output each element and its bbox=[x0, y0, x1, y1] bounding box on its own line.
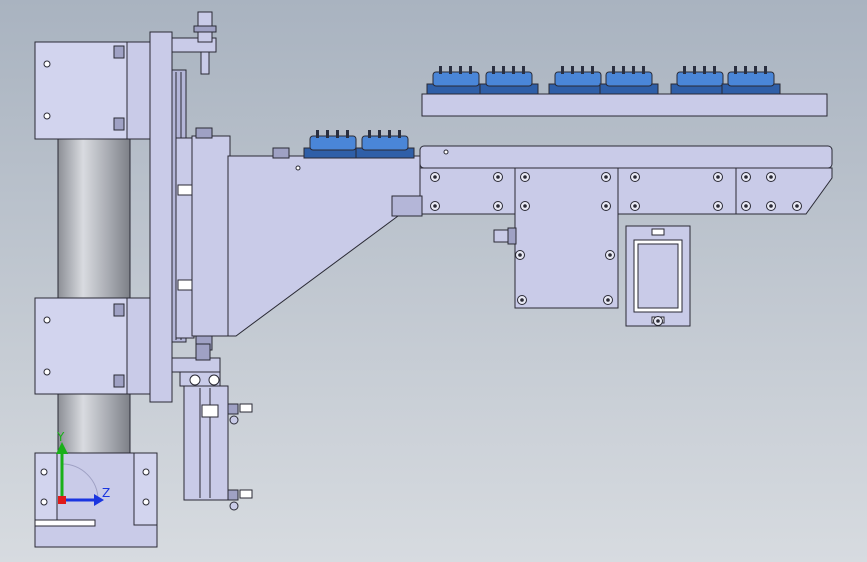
vertical-mount-plate bbox=[149, 31, 173, 403]
screw-head bbox=[713, 172, 723, 182]
screw-head bbox=[741, 201, 751, 211]
sensor-window bbox=[625, 225, 691, 327]
connector bbox=[599, 66, 659, 95]
pneumatic-cylinder bbox=[183, 385, 253, 511]
screw-head bbox=[601, 172, 611, 182]
blue-connectors bbox=[303, 66, 781, 159]
axis-z-label: Z bbox=[102, 486, 110, 500]
connector bbox=[479, 66, 539, 95]
connector bbox=[303, 130, 363, 159]
screw-head bbox=[630, 172, 640, 182]
screw-head bbox=[515, 250, 525, 260]
screw-head bbox=[766, 172, 776, 182]
coordinate-triad: Y Z bbox=[56, 430, 110, 506]
lower-clamp-block bbox=[34, 297, 154, 395]
screw-head bbox=[653, 316, 663, 326]
hanging-plate bbox=[514, 167, 619, 309]
screw-head bbox=[430, 172, 440, 182]
screw-head bbox=[603, 295, 613, 305]
upper-clamp-block bbox=[34, 41, 154, 140]
screw-head bbox=[517, 295, 527, 305]
connector bbox=[355, 130, 415, 159]
screw-head bbox=[520, 201, 530, 211]
slide-carriage bbox=[175, 127, 231, 351]
axis-y-label: Y bbox=[56, 430, 65, 444]
top-stopper-bolt bbox=[171, 11, 217, 75]
screw-head bbox=[713, 201, 723, 211]
connector bbox=[721, 66, 781, 95]
side-knob bbox=[493, 227, 517, 245]
component-tray bbox=[421, 93, 828, 117]
screw-head bbox=[430, 201, 440, 211]
screw-head bbox=[601, 201, 611, 211]
screw-head bbox=[766, 201, 776, 211]
screw-head bbox=[792, 201, 802, 211]
screw-heads bbox=[430, 172, 802, 326]
screw-head bbox=[493, 172, 503, 182]
screw-head bbox=[493, 201, 503, 211]
screw-head bbox=[520, 172, 530, 182]
lower-stopper bbox=[171, 343, 221, 387]
screw-head bbox=[741, 172, 751, 182]
vertical-column bbox=[57, 129, 131, 461]
screw-head bbox=[605, 250, 615, 260]
screw-head bbox=[630, 201, 640, 211]
